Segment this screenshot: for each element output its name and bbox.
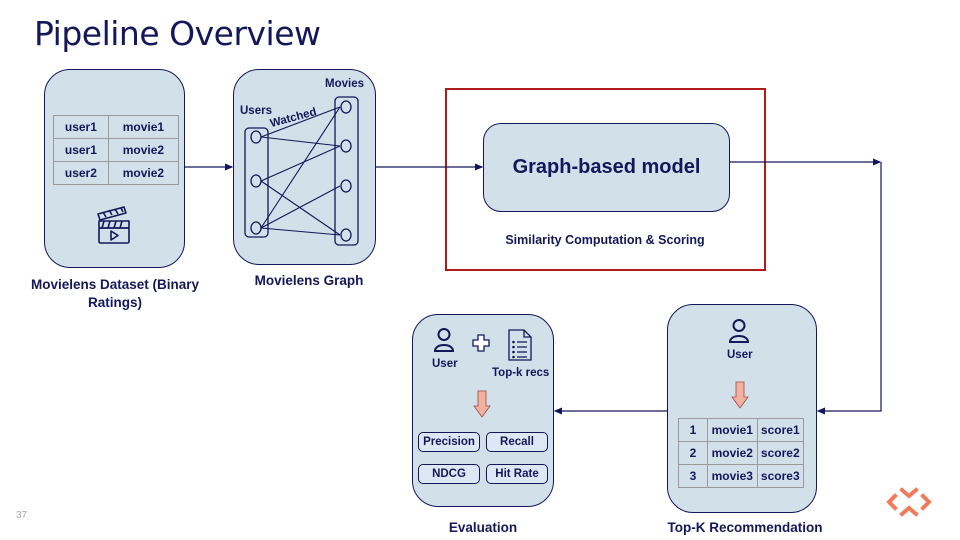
user-node [250, 221, 262, 235]
table-cell: user1 [53, 115, 109, 139]
table-row: user2 movie2 [53, 161, 180, 185]
evaluation-caption: Evaluation [448, 520, 518, 535]
metric-precision: Precision [418, 432, 480, 452]
user-icon [433, 328, 455, 352]
graph-edge [260, 136, 341, 147]
model-highlight-frame [445, 88, 766, 271]
graph-based-model-box: Graph-based model [483, 123, 730, 212]
document-list-icon [508, 329, 532, 361]
movie-node [340, 139, 352, 153]
graph-caption: Movielens Graph [254, 273, 364, 288]
table-row: 3 movie3 score3 [678, 464, 805, 488]
movie-node [340, 179, 352, 193]
graph-edge [260, 106, 341, 229]
evaluation-user-label: User [432, 358, 458, 370]
metric-ndcg: NDCG [418, 464, 480, 484]
users-group-box [244, 127, 269, 238]
graph-edge [260, 185, 341, 229]
score-cell: score3 [756, 464, 805, 488]
topk-table: 1 movie1 score1 2 movie2 score2 3 movie3… [678, 418, 805, 488]
table-cell: movie1 [107, 115, 180, 139]
plus-icon [472, 334, 490, 352]
graph-edge [260, 106, 341, 138]
top-k-recs-label: Top-k recs [492, 367, 550, 379]
brand-logo-icon [886, 487, 932, 517]
arrow-to-topk [816, 162, 882, 415]
down-arrow-icon [473, 390, 491, 418]
down-arrow-icon [731, 381, 749, 409]
user-icon [728, 319, 750, 343]
rank-cell: 3 [678, 464, 708, 488]
dataset-caption-line1: Movielens Dataset (Binary [30, 277, 200, 292]
table-row: user1 movie1 [53, 115, 180, 139]
user-node [250, 174, 262, 188]
dataset-caption-line2: Ratings) [88, 295, 142, 310]
clapperboard-icon [97, 206, 130, 244]
movies-group-box [334, 96, 359, 246]
graph-edge [260, 145, 341, 182]
slide-title: Pipeline Overview [34, 14, 321, 53]
score-cell: score1 [756, 418, 805, 442]
dataset-caption: Movielens Dataset (Binary Ratings) [20, 276, 210, 312]
movie-cell: movie2 [707, 441, 758, 465]
table-cell: user2 [53, 161, 109, 185]
metric-hit-rate: Hit Rate [486, 464, 548, 484]
topk-user-label: User [727, 349, 753, 361]
page-number: 37 [16, 510, 28, 521]
graph-edge [260, 227, 341, 236]
movie-node [340, 100, 352, 114]
rank-cell: 1 [678, 418, 708, 442]
movies-label: Movies [325, 78, 364, 90]
table-cell: movie2 [107, 161, 180, 185]
ratings-table: user1 movie1 user1 movie2 user2 movie2 [53, 115, 180, 185]
user-node [250, 130, 262, 144]
model-subcaption: Similarity Computation & Scoring [505, 233, 705, 247]
metric-recall: Recall [486, 432, 548, 452]
graph-edges [260, 106, 341, 236]
model-label: Graph-based model [512, 156, 701, 178]
graph-edge [260, 180, 341, 236]
topk-caption: Top-K Recommendation [667, 520, 823, 535]
users-label: Users [240, 105, 272, 117]
movie-node [340, 228, 352, 242]
